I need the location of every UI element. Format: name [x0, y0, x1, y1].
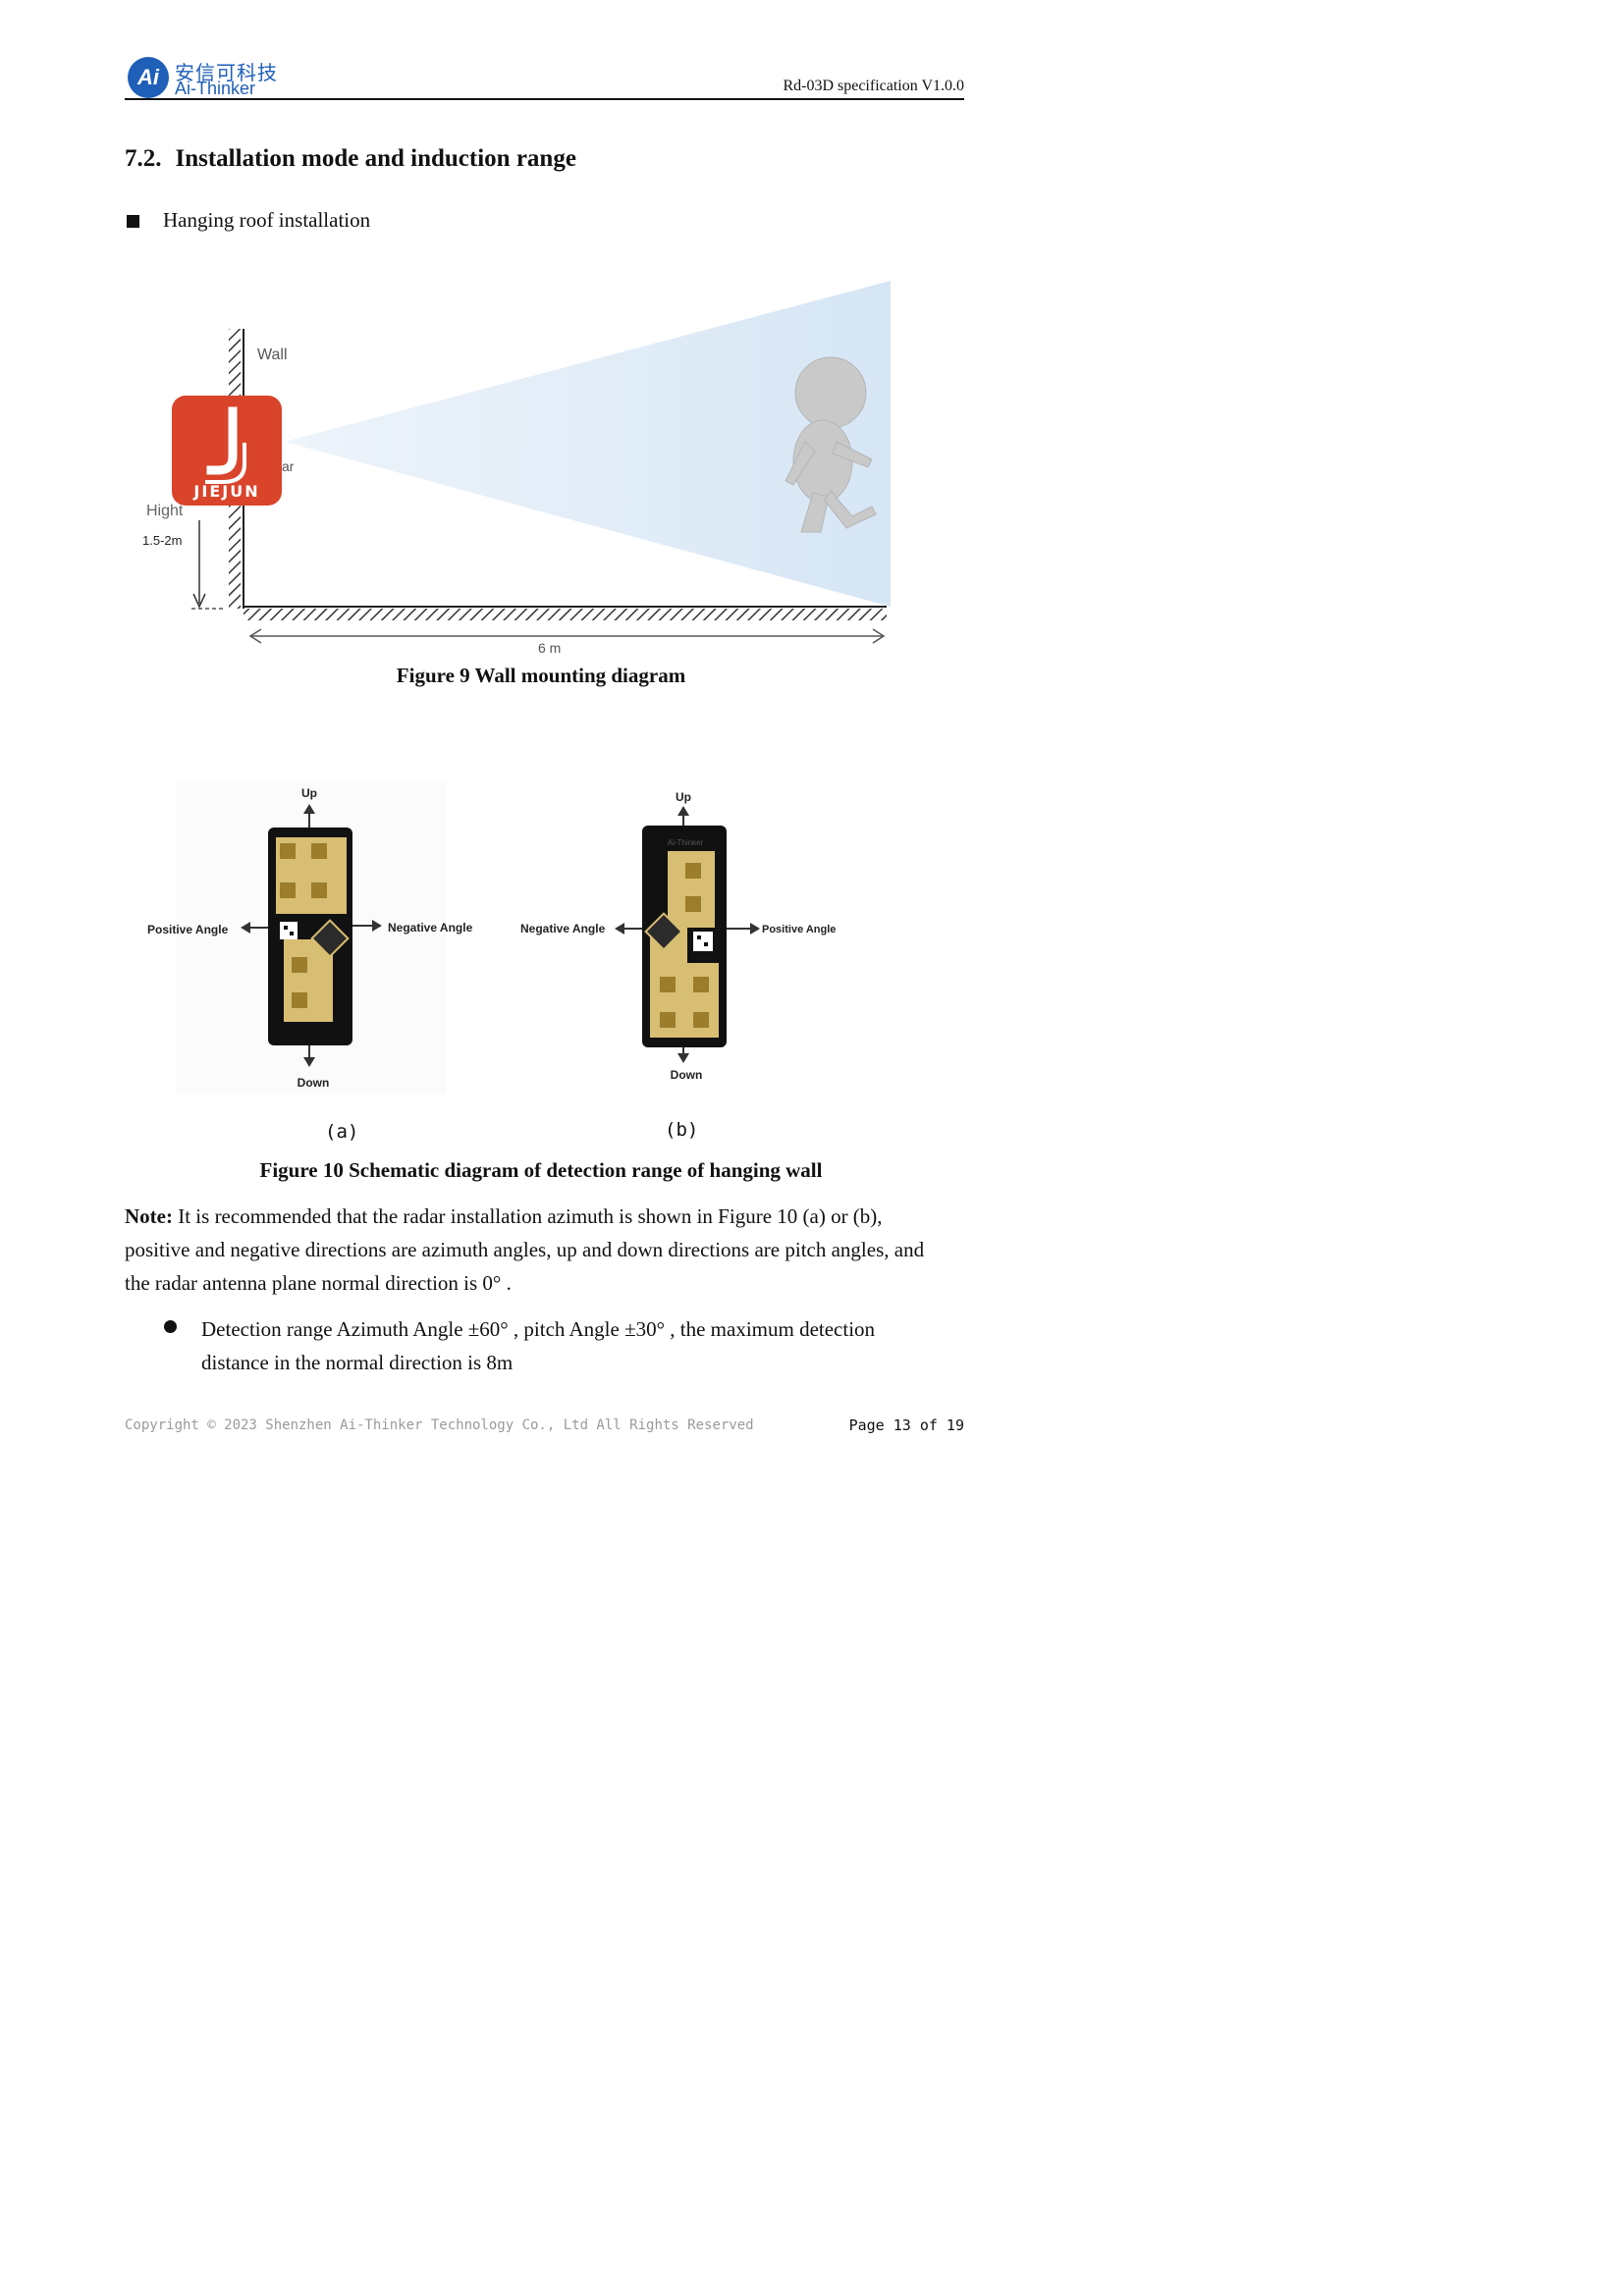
- section-title-text: Installation mode and induction range: [175, 145, 576, 172]
- a-down-label: Down: [298, 1076, 330, 1090]
- square-bullet-icon: [127, 215, 139, 228]
- company-name-english: Ai-Thinker: [175, 79, 256, 98]
- b-right-label: Positive Angle: [762, 924, 836, 935]
- jiejun-watermark-logo: JIEJUN: [172, 396, 282, 506]
- svg-text:JIEJUN: JIEJUN: [192, 482, 259, 501]
- section-heading: 7.2. Installation mode and induction rang…: [125, 145, 576, 173]
- schematic-b: Ai-Thinker Up Down Negative Angle Positi…: [520, 790, 836, 1082]
- radar-label-fragment: ar: [282, 458, 295, 474]
- detection-range-bullet: Detection range Azimuth Angle ±60° , pit…: [201, 1317, 876, 1374]
- jiejun-j-icon: JIEJUN: [192, 406, 259, 501]
- height-value: 1.5-2m: [142, 533, 182, 548]
- detection-beam: [285, 281, 891, 607]
- note-text: It is recommended that the radar install…: [125, 1204, 925, 1295]
- footer-page-number: Page 13 of 19: [848, 1416, 964, 1434]
- header-divider: [125, 98, 964, 100]
- installation-note: Note: It is recommended that the radar i…: [125, 1200, 949, 1300]
- wall-mounting-diagram: Wall ar Hight 1.5-2m 6 m: [142, 281, 891, 656]
- bullet-hanging-roof: Hanging roof installation: [163, 208, 371, 232]
- svg-text:Ai-Thinker: Ai-Thinker: [668, 838, 704, 847]
- round-bullet-icon: [164, 1320, 177, 1333]
- schematic-a: Up Down Positive Angle Negative Angle: [147, 780, 473, 1095]
- floor-hatch: [244, 609, 887, 620]
- b-up-label: Up: [676, 790, 691, 804]
- subfigure-a-label: (a): [325, 1121, 359, 1143]
- a-up-label: Up: [301, 786, 317, 800]
- b-down-label: Down: [671, 1068, 703, 1082]
- footer-copyright: Copyright © 2023 Shenzhen Ai-Thinker Tec…: [125, 1417, 754, 1433]
- walking-person-icon: [785, 356, 877, 533]
- subfigure-b-label: (b): [665, 1119, 699, 1141]
- distance-label: 6 m: [538, 640, 561, 656]
- wall-label: Wall: [257, 347, 288, 363]
- figure-9-caption: Figure 9 Wall mounting diagram: [396, 664, 686, 687]
- a-left-label: Positive Angle: [147, 923, 229, 936]
- ai-thinker-logo-mark: Ai: [128, 57, 169, 98]
- document-title: Rd-03D specification V1.0.0: [783, 78, 964, 94]
- figure-10-caption: Figure 10 Schematic diagram of detection…: [259, 1158, 823, 1182]
- radar-board-b: Ai-Thinker: [642, 826, 727, 1047]
- note-label: Note:: [125, 1204, 173, 1228]
- section-number: 7.2.: [125, 145, 162, 172]
- company-name-chinese: 安信可科技: [175, 61, 278, 84]
- height-label: Hight: [146, 503, 184, 519]
- b-left-label: Negative Angle: [520, 922, 606, 935]
- radar-board-a: [268, 828, 352, 1045]
- a-right-label: Negative Angle: [388, 921, 473, 934]
